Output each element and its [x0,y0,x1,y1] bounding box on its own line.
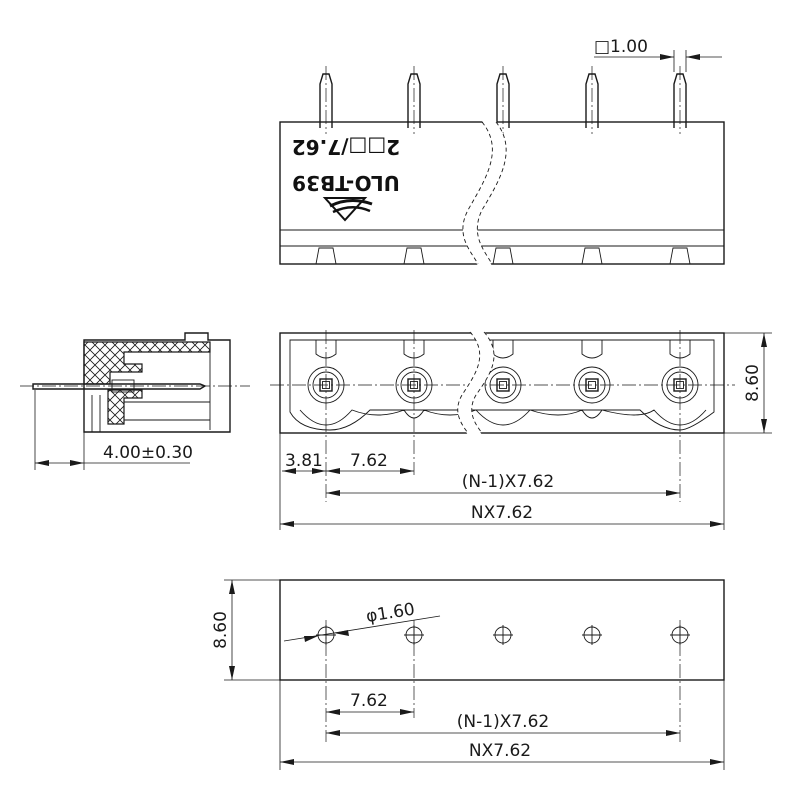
front-overall-dimension: NX7.62 [280,433,725,530]
side-section-hatch [83,341,211,385]
top-break-lines [462,121,507,266]
front-view: 8.60 3.81 7.62 (N-1)X7.62 NX7.62 [270,330,772,530]
hole-diameter-dimension: φ1.60 [283,600,441,642]
top-view: ULO-TB39 2□□/7.62 □1.00 [279,37,725,266]
front-housing [279,332,725,434]
pitch-total-label: (N-1)X7.62 [462,472,554,492]
pcb-holes [316,625,690,645]
pin-square-label: □1.00 [594,37,648,57]
edge-offset-label: 3.81 [285,451,323,471]
front-total-pitch-dimension: (N-1)X7.62 [326,472,680,496]
brand-model-text: ULO-TB39 [292,171,400,195]
pcb-overall-length-label: NX7.62 [469,741,531,761]
front-screw-slots [315,340,691,359]
front-break-lines [457,331,495,435]
pin-length-label: 4.00±0.30 [103,443,193,463]
side-view: 4.00±0.30 [20,332,250,470]
top-feet [315,247,691,265]
pcb-pitch-label: 7.62 [350,691,388,711]
pin-length-dimension: 4.00±0.30 [34,390,193,470]
front-height-dimension: 8.60 [724,332,772,434]
top-pins [319,66,687,134]
front-pitch-dimensions: 3.81 7.62 [279,433,414,530]
pcb-height-label: 8.60 [211,611,231,649]
pcb-outline [279,579,725,681]
brand-spec-text: 2□□/7.62 [292,135,400,159]
pcb-overall-dimension: NX7.62 [279,680,725,770]
brand-logo-icon [322,197,373,222]
hole-diameter-label: φ1.60 [365,600,417,627]
top-housing [279,121,725,265]
pin-square-dimension: □1.00 [594,37,722,72]
pitch-label: 7.62 [350,451,388,471]
pcb-footprint-view: φ1.60 8.60 7.62 (N-1)X7.62 [211,579,725,770]
pcb-pitch-total-label: (N-1)X7.62 [457,712,549,732]
overall-length-label: NX7.62 [471,503,533,523]
pcb-total-pitch-dimension: (N-1)X7.62 [326,712,680,736]
pcb-pitch-dimension: 7.62 [326,691,414,715]
pcb-height-dimension: 8.60 [211,579,280,681]
front-height-label: 8.60 [743,364,763,402]
